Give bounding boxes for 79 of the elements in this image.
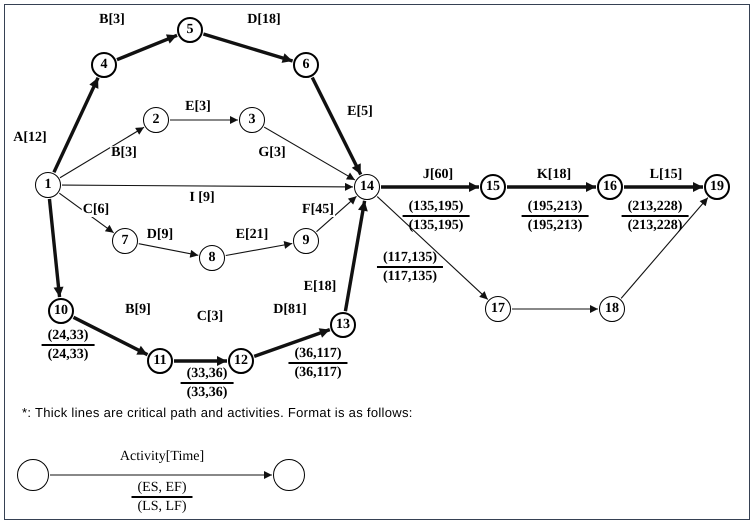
activity-label: D[18]	[246, 13, 282, 27]
arrow	[507, 182, 596, 192]
activity-label: B[3]	[110, 146, 138, 160]
activity-label: D[81]	[272, 303, 308, 317]
arrow	[62, 182, 353, 191]
early-times: (117,135)	[382, 250, 438, 265]
event-number: 19	[710, 180, 724, 194]
event-number: 8	[208, 251, 216, 265]
event-number: 16	[603, 180, 617, 194]
event-number: 10	[54, 304, 68, 318]
arrow	[52, 76, 100, 174]
footnote: *: Thick lines are critical path and activities. Format is as follows:	[22, 404, 413, 422]
arrow	[50, 471, 272, 479]
late-times: (117,135)	[382, 268, 438, 284]
activity-label: J[60]	[422, 168, 454, 182]
arrow	[381, 182, 479, 192]
activity-label: C[6]	[82, 203, 110, 217]
event-number: 1	[44, 178, 52, 192]
activity-label: K[18]	[536, 168, 572, 182]
arrow	[138, 243, 198, 258]
activity-label: G[3]	[257, 146, 287, 160]
event-number: 7	[122, 234, 128, 248]
activity-label: I [9]	[188, 191, 216, 205]
arrow	[174, 356, 227, 366]
arrow	[344, 200, 368, 312]
event-number: 14	[360, 180, 374, 194]
event-number: 5	[186, 23, 194, 37]
arrow	[620, 197, 708, 299]
late-times: (135,195)	[408, 218, 464, 232]
event-number: 15	[486, 180, 500, 194]
activity-label: E[18]	[302, 280, 338, 294]
late-times: (LS, LF)	[136, 498, 188, 514]
arrow	[226, 240, 292, 256]
arrow	[60, 126, 144, 178]
late-times: (33,36)	[186, 384, 228, 400]
arrow	[376, 196, 488, 300]
early-times: (36,117)	[293, 346, 343, 361]
event-number: 3	[248, 113, 256, 127]
arrow	[48, 198, 64, 298]
arrow	[202, 32, 294, 63]
activity-label: A[12]	[12, 131, 48, 145]
arrow	[310, 76, 362, 176]
activity-label: E[21]	[234, 228, 270, 242]
late-times: (213,228)	[626, 218, 684, 232]
activity-label: C[3]	[196, 310, 224, 324]
early-times: (135,195)	[408, 199, 464, 214]
event-number: 4	[100, 58, 108, 72]
arrow	[624, 182, 703, 192]
event-number: 17	[491, 302, 505, 316]
event-number: 18	[605, 302, 619, 316]
late-times: (24,33)	[46, 346, 90, 362]
late-times: (36,117)	[293, 364, 343, 380]
activity-label: Activity[Time]	[118, 450, 206, 464]
arrow	[170, 116, 238, 124]
activity-label: L[15]	[648, 168, 684, 182]
early-times: (213,228)	[626, 199, 684, 214]
activity-label: B[3]	[98, 13, 126, 27]
arrow	[254, 328, 330, 358]
late-times: (195,213)	[526, 218, 584, 232]
early-times: (ES, EF)	[136, 480, 188, 495]
arrow	[512, 305, 598, 313]
activity-label: E[5]	[346, 105, 374, 119]
event-number: 6	[302, 58, 310, 72]
event-number: 2	[152, 113, 160, 127]
activity-label: B[9]	[124, 303, 152, 317]
event-number: 11	[153, 354, 167, 368]
early-times: (195,213)	[526, 199, 584, 214]
event-number: 9	[302, 234, 310, 248]
early-times: (24,33)	[46, 328, 90, 343]
event-number: 13	[336, 318, 350, 332]
arrow	[116, 34, 178, 62]
activity-label: E[3]	[184, 100, 212, 114]
event-number: 12	[234, 354, 248, 368]
arrow	[72, 316, 148, 356]
activity-label: F[45]	[301, 203, 335, 217]
activity-label: D[9]	[146, 228, 174, 242]
early-times: (33,36)	[186, 366, 228, 381]
arrow	[264, 126, 356, 180]
arrow	[316, 196, 357, 232]
